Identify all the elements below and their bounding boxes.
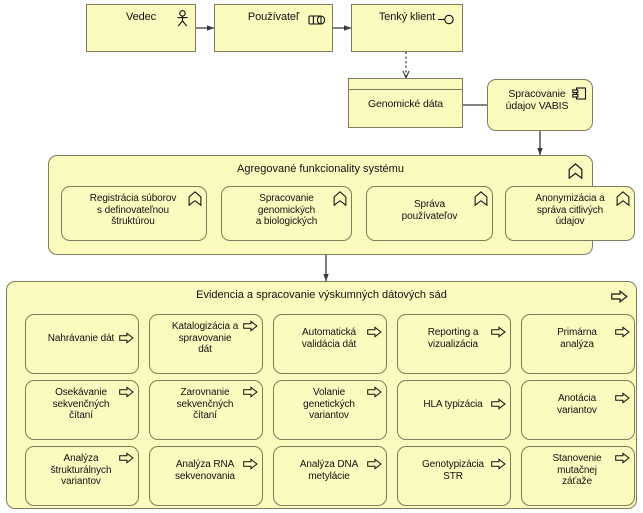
node-process-label: Osekávanie sekvenčných čítaní (52, 387, 110, 422)
node-process-r3-c3[interactable]: Analýza DNA metylácie (273, 446, 387, 506)
node-process-r2-c4[interactable]: HLA typizácia (397, 380, 511, 440)
node-pouzivatel[interactable]: Používateľ (214, 4, 333, 52)
node-process-label: Analýza DNA metylácie (299, 459, 359, 482)
node-tenky-klient[interactable]: Tenký klient (351, 4, 463, 52)
node-process-r1-c5[interactable]: Primárna analýza (521, 314, 635, 374)
node-process-r2-c3[interactable]: Volanie genetických variantov (273, 380, 387, 440)
process-icon (243, 320, 258, 332)
node-process-label: Nahrávanie dát (47, 333, 115, 344)
process-icon (491, 326, 506, 338)
process-icon (615, 326, 630, 338)
node-anonymizacia[interactable]: Anonymizácia a správa citlivých údajov (505, 186, 635, 241)
group-evidencia-spracovanie[interactable]: Evidencia a spracovanie výskumných dátov… (6, 281, 637, 509)
node-process-label: Genotypizácia STR (421, 459, 485, 482)
node-process-r2-c1[interactable]: Osekávanie sekvenčných čítaní (25, 380, 139, 440)
function-icon (188, 191, 202, 206)
node-vedec-label: Vedec (125, 11, 157, 23)
process-icon (367, 386, 382, 398)
node-spracovanie-vabis[interactable]: Spracovanie údajov VABIS (487, 79, 593, 131)
node-sprava-pouzivatelov[interactable]: Správa používateľov (366, 186, 493, 241)
node-spracovanie-genomickych-label: Spracovanie genomických a biologických (255, 193, 318, 228)
node-process-label: Reporting a vizualizácia (427, 327, 479, 350)
group-evidencia-spracovanie-title: Evidencia a spracovanie výskumných dátov… (196, 289, 447, 301)
process-icon (615, 452, 630, 464)
process-icon (615, 392, 630, 404)
function-icon (474, 191, 488, 206)
process-icon (243, 458, 258, 470)
data-object-icon (349, 89, 462, 90)
node-registracia-suborov-label: Registrácia súborov s definovateľnou štr… (89, 193, 177, 228)
function-icon (333, 191, 347, 206)
node-process-r3-c2[interactable]: Analýza RNA sekvenovania (149, 446, 263, 506)
node-tenky-klient-label: Tenký klient (378, 11, 436, 23)
node-process-label: Katalogizácia a spravovanie dát (171, 321, 239, 356)
node-process-r2-c2[interactable]: Zarovnanie sekvenčných čítaní (149, 380, 263, 440)
node-spracovanie-vabis-label: Spracovanie údajov VABIS (505, 88, 569, 113)
node-process-r3-c5[interactable]: Stanovenie mutačnej záťaže (521, 446, 635, 506)
node-process-label: Anotácia variantov (557, 393, 597, 416)
node-process-label: Automatická validácia dát (301, 327, 357, 350)
node-process-r1-c1[interactable]: Nahrávanie dát (25, 314, 139, 374)
group-agregovane-funkcionality[interactable]: Agregované funkcionality systému Registr… (48, 155, 635, 255)
process-icon (119, 452, 134, 464)
function-icon (568, 163, 583, 179)
node-genomicke-data-label: Genomické dáta (367, 98, 444, 110)
node-genomicke-data[interactable]: Genomické dáta (348, 78, 463, 128)
node-process-label: Primárna analýza (557, 327, 597, 350)
node-registracia-suborov[interactable]: Registrácia súborov s definovateľnou štr… (61, 186, 207, 241)
node-process-label: HLA typizácia (423, 399, 483, 410)
node-process-r1-c4[interactable]: Reporting a vizualizácia (397, 314, 511, 374)
node-process-r1-c3[interactable]: Automatická validácia dát (273, 314, 387, 374)
group-agregovane-funkcionality-title: Agregované funkcionality systému (237, 163, 404, 175)
process-icon (491, 398, 506, 410)
process-icon (611, 290, 628, 303)
node-process-r1-c2[interactable]: Katalogizácia a spravovanie dát (149, 314, 263, 374)
process-icon (119, 332, 134, 344)
process-icon (243, 386, 258, 398)
component-icon (572, 87, 587, 100)
function-icon (616, 191, 630, 206)
interface-icon (437, 13, 456, 26)
node-process-label: Analýza štrukturálnych variantov (50, 453, 112, 488)
process-icon (119, 386, 134, 398)
node-process-r3-c4[interactable]: Genotypizácia STR (397, 446, 511, 506)
role-icon (308, 14, 326, 26)
node-process-label: Stanovenie mutačnej záťaže (552, 453, 602, 488)
process-icon (367, 326, 382, 338)
process-icon (491, 458, 506, 470)
node-process-r3-c1[interactable]: Analýza štrukturálnych variantov (25, 446, 139, 506)
actor-icon (176, 10, 189, 27)
node-process-label: Analýza RNA sekvenovania (175, 459, 235, 482)
node-vedec[interactable]: Vedec (86, 4, 196, 52)
node-pouzivatel-label: Používateľ (247, 11, 300, 23)
node-process-r2-c5[interactable]: Anotácia variantov (521, 380, 635, 440)
process-icon (367, 458, 382, 470)
node-anonymizacia-label: Anonymizácia a správa citlivých údajov (535, 193, 605, 228)
node-process-label: Volanie genetických variantov (303, 387, 355, 422)
node-process-label: Zarovnanie sekvenčných čítaní (176, 387, 234, 422)
node-spracovanie-genomickych[interactable]: Spracovanie genomických a biologických (221, 186, 352, 241)
node-sprava-pouzivatelov-label: Správa používateľov (401, 199, 458, 222)
